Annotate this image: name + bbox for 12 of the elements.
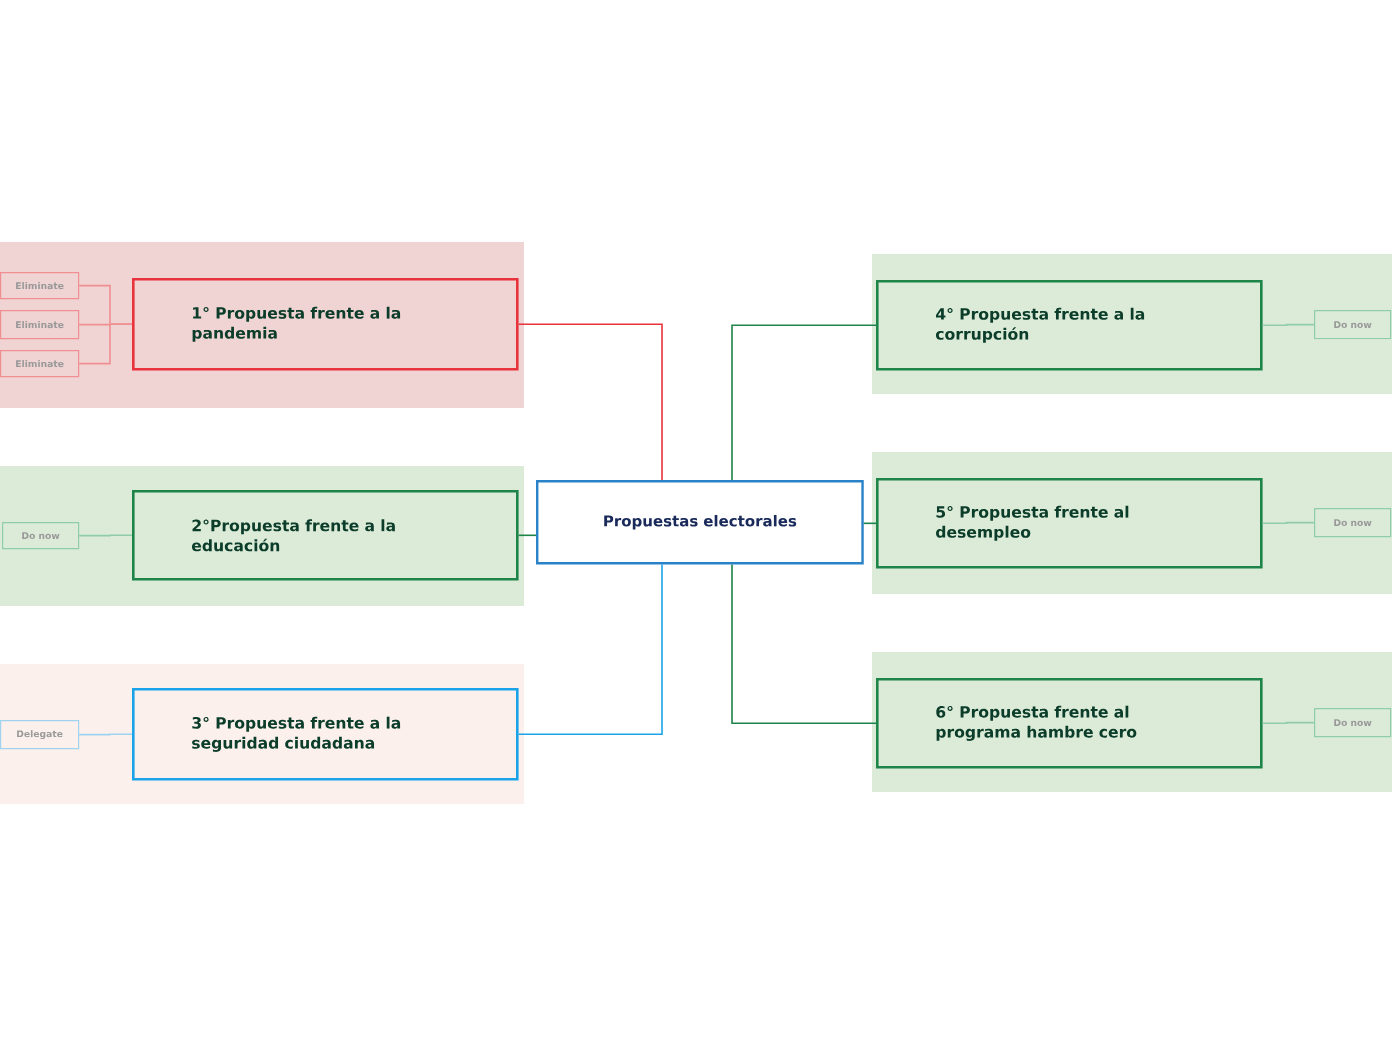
connector-line xyxy=(517,563,663,736)
connector-line xyxy=(78,534,133,537)
connector-line xyxy=(1261,521,1315,525)
connector-line xyxy=(78,733,133,736)
connector-line xyxy=(731,563,877,725)
connector-line xyxy=(517,534,537,537)
connector-line xyxy=(862,522,877,525)
connector-line xyxy=(731,324,877,481)
connector-line xyxy=(517,323,663,481)
connector-line xyxy=(78,323,133,365)
connector-line xyxy=(1261,323,1315,327)
connector-line xyxy=(1261,721,1315,725)
